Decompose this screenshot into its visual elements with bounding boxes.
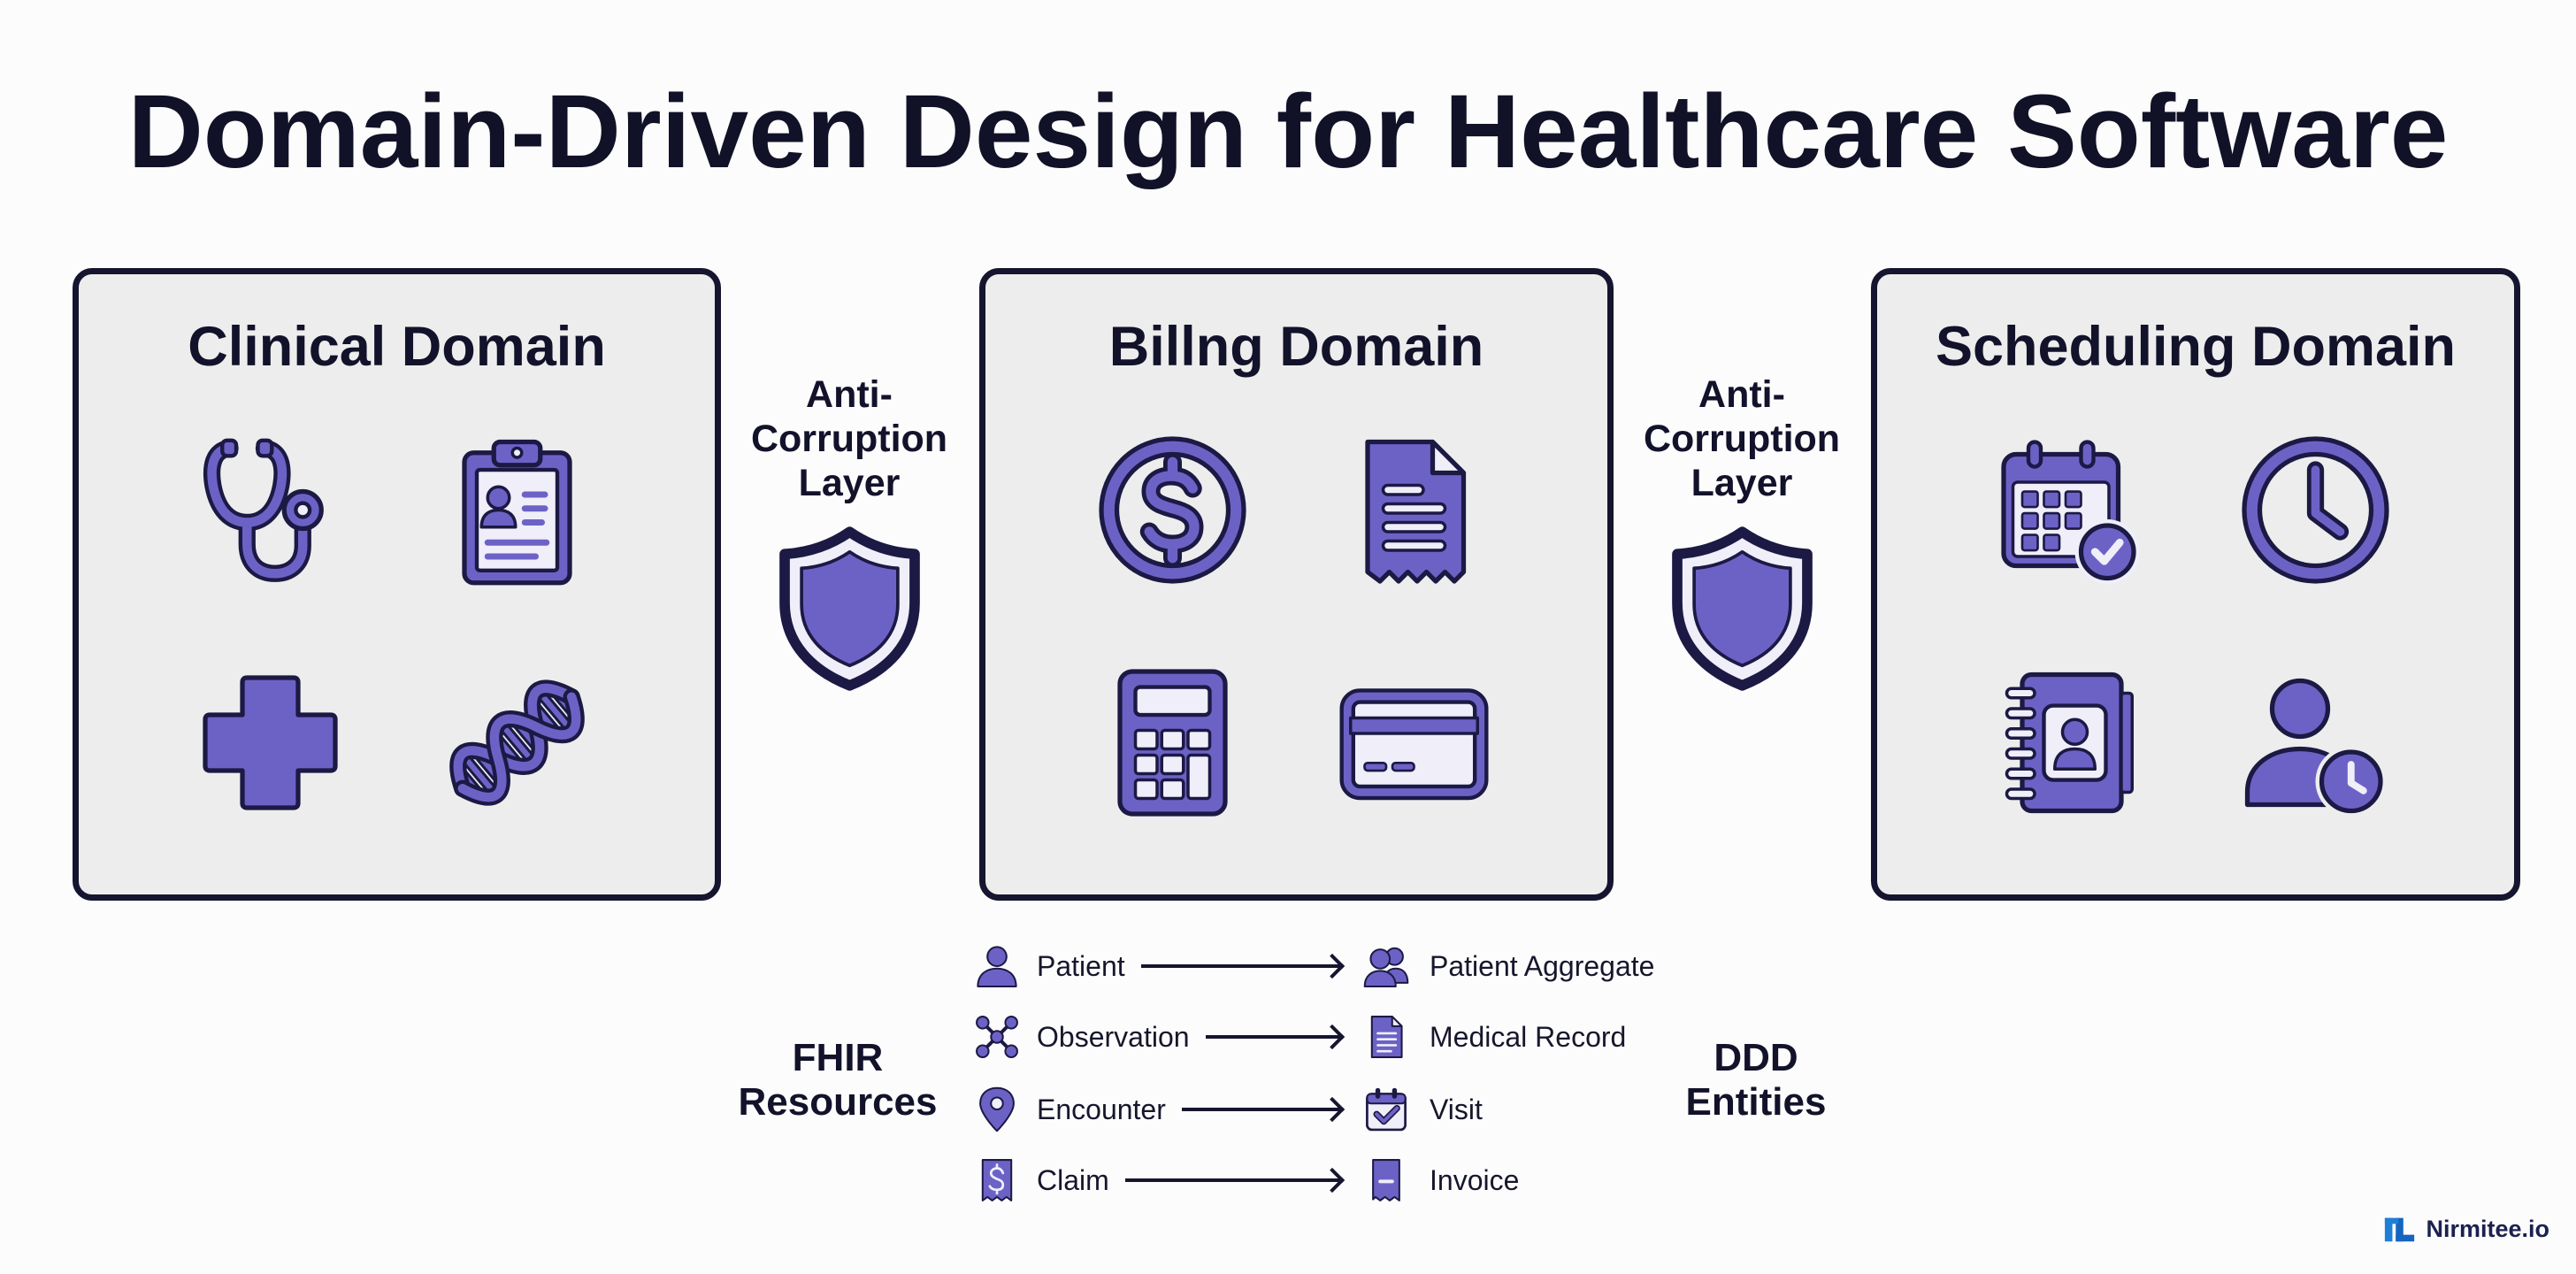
scheduling-domain-panel: Scheduling Domain [1871,268,2520,901]
mapping-row-observation: Observation Medical Record [973,1010,1626,1063]
ddd-entity: Visit [1362,1086,1483,1133]
fhir-resource-label: Encounter [1037,1094,1166,1125]
fhir-resource-label: Claim [1037,1164,1109,1196]
brand-name: Nirmitee.io [2426,1216,2549,1242]
user-icon [977,946,1017,987]
domain-title: Scheduling Domain [1935,316,2457,378]
acl-label-line: Anti- [1698,373,1785,416]
calendar-check-icon [1366,1087,1407,1132]
network-nodes-icon [976,1016,1018,1058]
fhir-resource: Encounter [973,1086,1347,1133]
dollar-receipt-icon [981,1159,1013,1201]
nirmitee-logo-icon [2385,1217,2415,1242]
dna-icon [448,679,585,806]
acl-label-line: Corruption [1643,418,1841,460]
domain-title: Clinical Domain [188,316,606,378]
domain-title: Billng Domain [1108,316,1484,378]
fhir-label-line: FHIR [792,1036,884,1079]
calendar-check-icon [2001,440,2140,585]
clinical-domain-panel: Clinical Domain [73,268,721,901]
mapping-arrow [1181,1108,1342,1111]
mapping-arrow [1205,1035,1342,1039]
ddd-entity-label: Invoice [1430,1164,1520,1196]
map-pin-icon [979,1086,1015,1132]
document-icon [1370,1016,1403,1058]
dollar-coin-icon [1099,436,1246,584]
clock-icon [2242,436,2389,584]
anti-corruption-layer-label: Anti- Corruption Layer [1618,372,1866,505]
fhir-resource-label: Patient [1037,950,1125,982]
acl-label-line: Layer [1690,462,1793,504]
mapping-row-patient: Patient Patient Aggregate [973,940,1654,993]
contact-book-icon [2005,672,2134,814]
acl-label-line: Layer [798,462,901,504]
calculator-icon [1117,669,1228,817]
mapping-arrow [1124,1178,1342,1182]
fhir-resource: Observation [973,1013,1347,1061]
acl-label-line: Anti- [806,373,893,416]
ddd-label-line: DDD [1714,1036,1798,1079]
ddd-entity: Patient Aggregate [1362,942,1654,990]
receipt-document-icon [1365,439,1466,584]
user-clock-icon [2245,678,2388,817]
ddd-entity-label: Visit [1430,1094,1483,1125]
clipboard-patient-icon [462,439,572,586]
credit-card-icon [1339,688,1489,801]
acl-label-line: Corruption [750,418,948,460]
fhir-resource: Patient [973,942,1347,990]
medical-cross-icon [203,675,338,810]
billing-domain-panel: Billng Domain [979,268,1614,901]
shield-icon [779,526,920,691]
ddd-entities-label: DDD Entities [1623,1036,1889,1124]
fhir-resources-label: FHIR Resources [705,1036,970,1124]
mapping-row-claim: Claim Invoice [973,1154,1519,1207]
anti-corruption-layer-label: Anti- Corruption Layer [725,372,973,505]
mapping-row-encounter: Encounter Visit [973,1083,1483,1136]
invoice-icon [1372,1159,1400,1201]
ddd-entity-label: Patient Aggregate [1430,950,1655,982]
ddd-label-line: Entities [1685,1080,1827,1124]
ddd-entity: Invoice [1362,1156,1519,1204]
ddd-entity-label: Medical Record [1430,1021,1627,1053]
page-title: Domain-Driven Design for Healthcare Soft… [127,73,2449,190]
shield-icon [1672,526,1813,691]
mapping-arrow [1140,964,1342,968]
ddd-entity: Medical Record [1362,1013,1626,1061]
fhir-resource: Claim [973,1156,1347,1204]
brand-watermark: Nirmitee.io [2383,1213,2549,1245]
fhir-resource-label: Observation [1037,1021,1190,1053]
stethoscope-icon [203,438,324,582]
users-icon [1363,947,1409,987]
fhir-label-line: Resources [738,1080,938,1124]
